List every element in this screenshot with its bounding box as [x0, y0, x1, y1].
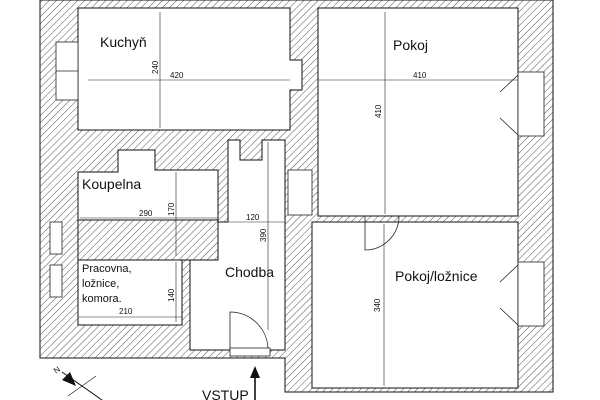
- dim-room1-w: 410: [413, 71, 427, 80]
- room-label-bathroom: Koupelna: [82, 176, 141, 192]
- room-label-room2: Pokoj/ložnice: [395, 268, 478, 284]
- room-label-study-3: komora.: [82, 293, 122, 305]
- room-label-study-2: ložnice,: [82, 278, 119, 290]
- dim-bath-h: 170: [167, 202, 176, 216]
- dim-study-w: 210: [119, 307, 133, 316]
- north-arrow-icon: N: [52, 365, 103, 400]
- windows: [49, 41, 545, 327]
- dim-hall-h: 390: [259, 228, 268, 242]
- dim-room1-h: 410: [374, 104, 383, 118]
- entrance-arrow-icon: [250, 366, 260, 378]
- room-label-study-1: Pracovna,: [82, 263, 132, 275]
- dimension-lines: [78, 12, 518, 386]
- entrance-label: VSTUP: [202, 387, 249, 400]
- dimension-labels: 240 420 410 410 290 170 120 390 140 210 …: [119, 60, 427, 316]
- dim-study-h: 140: [167, 288, 176, 302]
- dim-room2-h: 340: [373, 298, 382, 312]
- room-labels: Kuchyň Pokoj Koupelna Pracovna, ložnice,…: [82, 34, 478, 305]
- doors: [229, 74, 519, 357]
- room-label-hallway: Chodba: [225, 264, 274, 280]
- dim-kitchen-w: 420: [170, 71, 184, 80]
- room-label-kitchen: Kuchyň: [100, 34, 147, 50]
- room-label-room1: Pokoj: [393, 37, 428, 53]
- compass-letter: N: [52, 365, 62, 376]
- dim-kitchen-h: 240: [151, 60, 160, 74]
- dim-bath-w: 290: [139, 209, 153, 218]
- entrance-marker: VSTUP: [202, 366, 260, 400]
- dim-hall-w: 120: [246, 213, 260, 222]
